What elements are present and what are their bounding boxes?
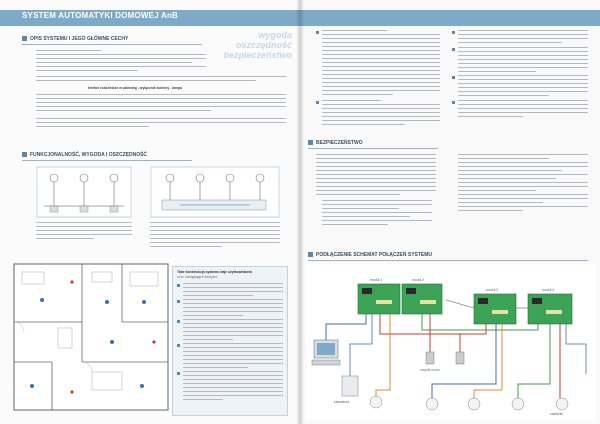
list-bullet [452, 48, 455, 51]
list-bullet [177, 320, 180, 323]
list-bullet [177, 300, 180, 303]
header-bar [300, 10, 600, 26]
wiring-diagram-small [36, 166, 132, 218]
label-motion-sensor: czujnik ruchu [420, 368, 440, 372]
right-page: BEZPIECZEŃSTWO PODŁĄCZENIE SCHEMAT POŁĄC… [300, 0, 600, 424]
section-divider [22, 44, 202, 45]
section-divider [22, 160, 192, 161]
security-text [316, 154, 436, 198]
section-bullet [308, 140, 313, 145]
left-page: SYSTEM AUTOMATYKI DOMOWEJ AnB OPIS SYSTE… [0, 10, 300, 416]
body-text-column-2 [458, 100, 588, 120]
slogan-line-3: bezpieczeństwo [223, 50, 292, 60]
security-list-right [458, 154, 588, 214]
benefits-list [183, 283, 283, 403]
section-title-description: OPIS SYSTEMU I JEGO GŁÓWNE CECHY [30, 36, 129, 42]
body-text-block [36, 76, 286, 84]
section-bullet [308, 252, 313, 257]
body-text-column-1 [322, 30, 440, 98]
label-module-3: moduł 3 [486, 288, 499, 292]
overlay-slogan: wygoda oszczędność bezpieczeństwo [223, 30, 292, 60]
list-bullet [452, 31, 455, 34]
label-module-1: moduł 1 [370, 278, 383, 282]
label-keypad: klawiatura [334, 400, 350, 404]
body-text-column-2 [458, 30, 588, 46]
list-bullet [316, 101, 319, 104]
label-power: zasilanie [550, 412, 564, 416]
section-divider [308, 148, 438, 149]
section-divider [308, 260, 588, 261]
list-bullet [177, 284, 180, 287]
security-list [322, 200, 432, 228]
section-bullet [22, 36, 27, 41]
wiring-diagram-large [150, 166, 280, 218]
list-bullet [316, 31, 319, 34]
list-bullet [177, 372, 180, 375]
section-title-functionality: FUNKCJONALNOŚĆ, WYGODA I OSZCZĘDNOŚĆ [30, 152, 148, 158]
label-module-4: moduł 4 [542, 288, 555, 292]
label-module-2: moduł 2 [412, 278, 425, 282]
benefits-panel-title: Tabe konstrukcja systemu daje użytkownik… [177, 270, 252, 274]
floor-plan [13, 263, 169, 411]
benefits-panel-subtitle: m.in. następujące korzyści: [177, 275, 218, 279]
body-text-block [150, 222, 280, 250]
benefits-panel: Tabe konstrukcja systemu daje użytkownik… [172, 266, 288, 416]
header-bar [0, 10, 300, 26]
list-bullet [452, 101, 455, 104]
body-text-column-2 [458, 47, 588, 75]
page-gutter [296, 0, 304, 424]
section-title-security: BEZPIECZEŃSTWO [316, 140, 363, 146]
section-title-scheme: PODŁĄCZENIE SCHEMAT POŁĄCZEŃ SYSTEMU [316, 252, 433, 258]
body-text-block [36, 118, 286, 130]
body-text-block [36, 50, 206, 74]
body-text-block [36, 222, 132, 242]
list-bullet [452, 76, 455, 79]
body-text-block [36, 94, 286, 114]
list-bullet [177, 344, 180, 347]
body-text-column-2 [458, 75, 588, 99]
slogan-line-1: wygoda [258, 30, 292, 40]
connection-diagram [306, 264, 596, 420]
intro-highlight: telefon rozdzielcze w planning - wyłączn… [88, 86, 183, 90]
header-title: SYSTEM AUTOMATYKI DOMOWEJ AnB [22, 11, 179, 20]
body-text-column-1b [322, 100, 440, 128]
section-bullet [22, 152, 27, 157]
slogan-line-2: oszczędność [235, 40, 292, 50]
